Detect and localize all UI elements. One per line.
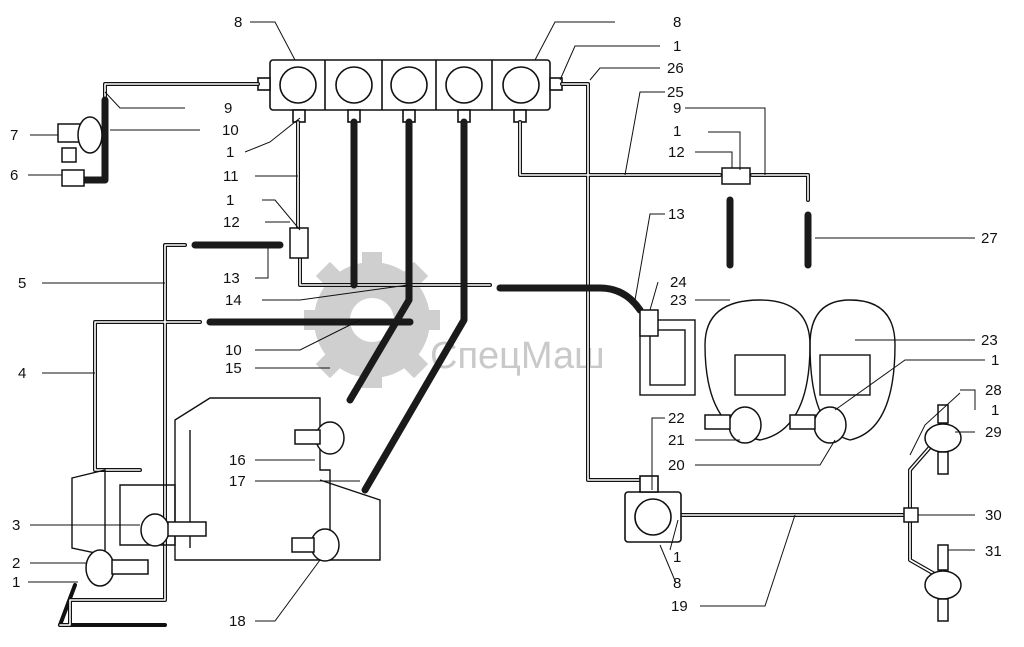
callout-9: 9 xyxy=(224,100,232,117)
callout-4: 4 xyxy=(18,365,26,382)
callout-30: 30 xyxy=(985,507,1002,524)
callout-8: 8 xyxy=(673,575,681,592)
callout-6: 6 xyxy=(10,167,18,184)
brake-chamber-2 xyxy=(85,549,149,587)
callout-8: 8 xyxy=(673,14,681,31)
callout-2: 2 xyxy=(12,555,20,572)
callout-10: 10 xyxy=(225,342,242,359)
callout-29: 29 xyxy=(985,424,1002,441)
tee-30 xyxy=(903,507,919,523)
callout-3: 3 xyxy=(12,517,20,534)
callout-7: 7 xyxy=(10,127,18,144)
receiver-8-bottom xyxy=(624,475,682,543)
callout-13: 13 xyxy=(668,206,685,223)
callout-20: 20 xyxy=(668,457,685,474)
callout-27: 27 xyxy=(981,230,998,247)
callout-8: 8 xyxy=(234,14,242,31)
valve-block xyxy=(257,59,563,123)
brake-chamber-20 xyxy=(789,406,847,444)
thin-pipes-inner xyxy=(59,83,946,626)
brake-chamber-3 xyxy=(140,513,207,547)
callout-labels: 8 8 1 26 25 9 9 7 10 6 1 11 1 12 1 12 13… xyxy=(10,14,1002,630)
callout-23: 23 xyxy=(670,292,687,309)
callout-18: 18 xyxy=(229,613,246,630)
hoses xyxy=(78,96,812,494)
callout-31: 31 xyxy=(985,543,1002,560)
callout-1: 1 xyxy=(673,123,681,140)
callout-1: 1 xyxy=(12,574,20,591)
callout-1: 1 xyxy=(991,352,999,369)
leader-lines xyxy=(28,21,985,622)
trailer-chamber-29 xyxy=(924,404,962,475)
callout-26: 26 xyxy=(667,60,684,77)
callout-12: 12 xyxy=(668,144,685,161)
callout-16: 16 xyxy=(229,452,246,469)
callout-22: 22 xyxy=(668,410,685,427)
callout-1: 1 xyxy=(226,192,234,209)
watermark-text: СпецМаш xyxy=(430,335,605,377)
callout-1: 1 xyxy=(991,402,999,419)
tee-12 xyxy=(289,167,751,259)
brake-chamber-18 xyxy=(291,528,340,562)
callout-14: 14 xyxy=(225,292,242,309)
valve-24 xyxy=(639,309,659,337)
callout-5: 5 xyxy=(18,275,26,292)
component-7-filter xyxy=(57,116,103,163)
callout-17: 17 xyxy=(229,473,246,490)
callout-1: 1 xyxy=(673,549,681,566)
brake-chamber-16 xyxy=(294,421,345,455)
trailer-chamber-31 xyxy=(924,544,962,622)
callout-10: 10 xyxy=(222,122,239,139)
callout-12: 12 xyxy=(223,214,240,231)
callout-21: 21 xyxy=(668,432,685,449)
callout-25: 25 xyxy=(667,84,684,101)
callout-19: 19 xyxy=(671,598,688,615)
callout-15: 15 xyxy=(225,360,242,377)
callout-1: 1 xyxy=(673,38,681,55)
callout-11: 11 xyxy=(223,168,239,185)
callout-13: 13 xyxy=(223,270,240,287)
callout-24: 24 xyxy=(670,274,687,291)
brake-chamber-21 xyxy=(704,406,762,444)
callout-23: 23 xyxy=(981,332,998,349)
callout-1: 1 xyxy=(226,144,234,161)
callout-9: 9 xyxy=(673,100,681,117)
component-6 xyxy=(61,169,85,187)
callout-28: 28 xyxy=(985,382,1002,399)
